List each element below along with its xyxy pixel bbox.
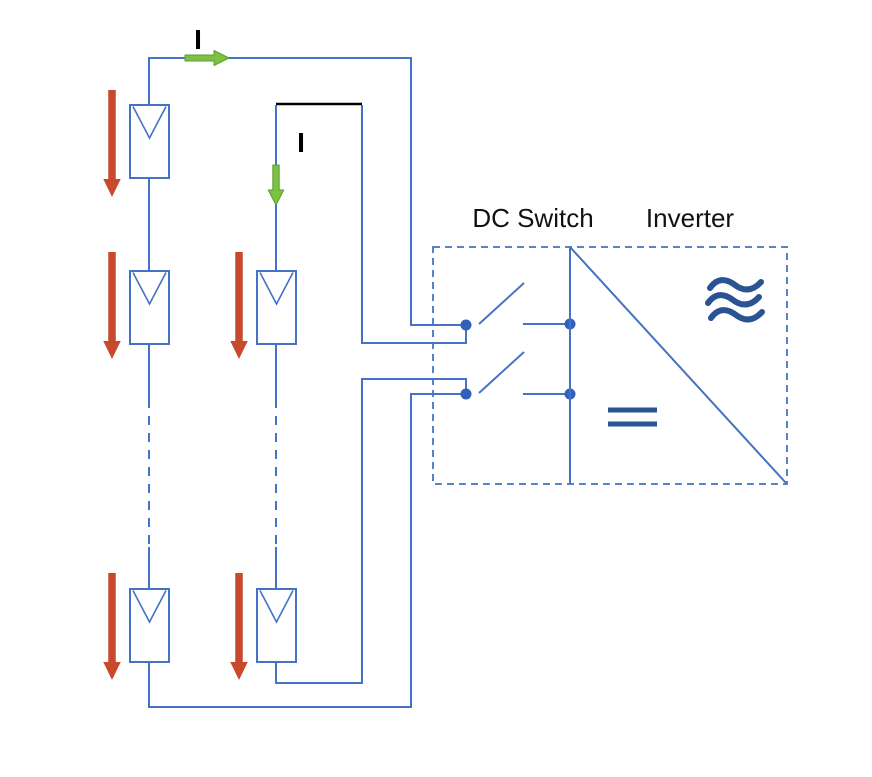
pv-module-icon bbox=[256, 588, 297, 663]
current-label-string1: I bbox=[194, 24, 202, 55]
current-down-arrow-icon bbox=[267, 164, 285, 206]
wire-string1-negative bbox=[148, 393, 465, 708]
dc-switch-label: DC Switch bbox=[472, 203, 593, 233]
wire-string2-positive bbox=[361, 105, 467, 344]
ac-wave bbox=[708, 307, 765, 323]
switch-blade-icon bbox=[478, 351, 525, 394]
down-arrow-icon bbox=[103, 573, 121, 680]
dc-bar bbox=[608, 421, 657, 427]
down-arrow-icon bbox=[230, 573, 248, 680]
dc-bar bbox=[608, 407, 657, 413]
current-label-string2: I bbox=[297, 127, 305, 158]
junction-dot bbox=[460, 319, 472, 331]
junction-dot bbox=[460, 388, 472, 400]
inverter-diagonal bbox=[569, 246, 787, 484]
inverter-label: Inverter bbox=[646, 203, 734, 233]
wire-string1-positive bbox=[148, 57, 465, 326]
down-arrow-icon bbox=[230, 252, 248, 359]
wire-string2-negative bbox=[275, 378, 467, 684]
ac-wave bbox=[705, 292, 762, 308]
dc-bars-icon bbox=[608, 407, 657, 427]
switch-blade-icon bbox=[478, 282, 525, 325]
current-right-arrow-icon bbox=[184, 50, 230, 66]
pv-module-icon bbox=[256, 270, 297, 345]
ac-waves-icon bbox=[705, 277, 765, 323]
pv-module-icon bbox=[129, 588, 170, 663]
pv-module-icon bbox=[129, 104, 170, 179]
down-arrow-icon bbox=[103, 252, 121, 359]
inverter bbox=[569, 246, 787, 484]
pv-string-2: I bbox=[230, 102, 467, 684]
down-arrow-icon bbox=[103, 90, 121, 197]
pv-module-icon bbox=[129, 270, 170, 345]
ac-wave bbox=[707, 277, 764, 293]
dc-switch bbox=[460, 282, 576, 400]
pv-string-1: I bbox=[103, 24, 465, 708]
switch-inverter-enclosure bbox=[432, 246, 788, 485]
